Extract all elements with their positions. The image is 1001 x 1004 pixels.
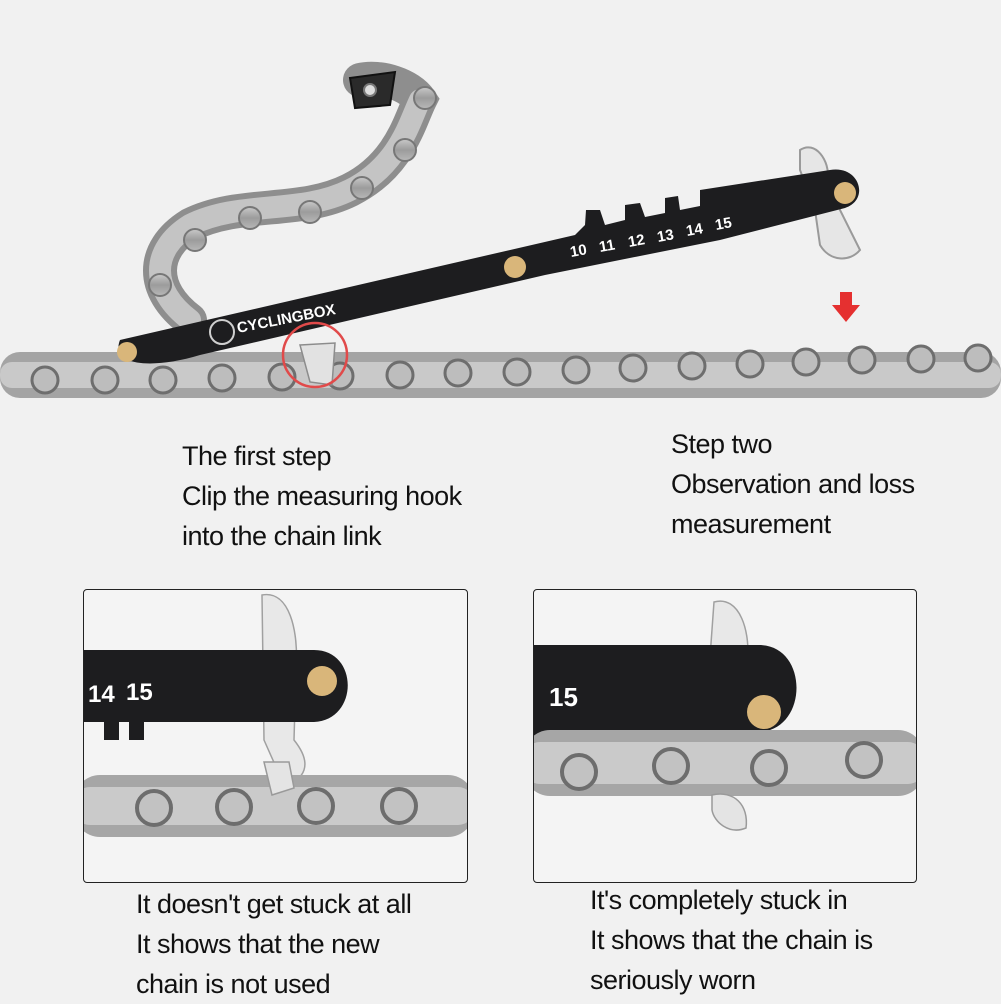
new-chain-line: It shows that the new xyxy=(136,929,380,959)
hanging-chain xyxy=(143,61,440,354)
worn-chain-panel: 15 xyxy=(533,589,917,883)
worn-chain-line: It shows that the chain is xyxy=(590,925,873,955)
step-one-line: into the chain link xyxy=(182,521,382,551)
step-two-line: Observation and loss xyxy=(671,469,915,499)
rivet-icon xyxy=(834,182,856,204)
step-one-line: Clip the measuring hook xyxy=(182,481,462,511)
scale-number: 12 xyxy=(627,231,646,251)
scale-number: 10 xyxy=(569,241,588,261)
step-two-title: Step two xyxy=(671,429,773,459)
step-one-title: The first step xyxy=(182,441,332,471)
new-chain-closeup: 14 15 xyxy=(84,593,467,837)
scale-number: 14 xyxy=(88,681,115,708)
measuring-hook xyxy=(299,342,336,386)
new-chain-line: It doesn't get stuck at all xyxy=(136,889,412,919)
main-chain xyxy=(0,343,1001,398)
rivet-icon xyxy=(747,695,781,729)
brand-logo-icon xyxy=(209,319,235,345)
worn-chain-line: It's completely stuck in xyxy=(590,885,848,915)
scale-number: 15 xyxy=(126,679,153,706)
scale-number: 15 xyxy=(714,214,733,234)
rivet-icon xyxy=(117,342,137,362)
scale-number: 14 xyxy=(685,220,705,240)
highlight-circle xyxy=(281,321,349,389)
worn-chain-line: seriously worn xyxy=(590,965,756,995)
scale-number: 13 xyxy=(656,226,675,246)
step-two-line: measurement xyxy=(671,509,831,539)
scale-number: 15 xyxy=(549,682,578,712)
down-arrow-icon xyxy=(832,292,860,322)
worn-chain-closeup: 15 xyxy=(534,600,916,831)
new-chain-caption: It doesn't get stuck at all It shows tha… xyxy=(136,884,412,1004)
step-one-caption: The first step Clip the measuring hook i… xyxy=(182,436,462,556)
new-chain-line: chain is not used xyxy=(136,969,331,999)
step-two-caption: Step two Observation and loss measuremen… xyxy=(671,424,915,544)
rivet-icon xyxy=(504,256,526,278)
worn-chain-caption: It's completely stuck in It shows that t… xyxy=(590,880,873,1000)
rivet-icon xyxy=(307,666,337,696)
new-chain-panel: 14 15 xyxy=(83,589,468,883)
chain-checker-illustration: CYCLINGBOX 10 11 12 13 14 15 xyxy=(0,61,1001,398)
scale-number: 11 xyxy=(598,236,617,255)
